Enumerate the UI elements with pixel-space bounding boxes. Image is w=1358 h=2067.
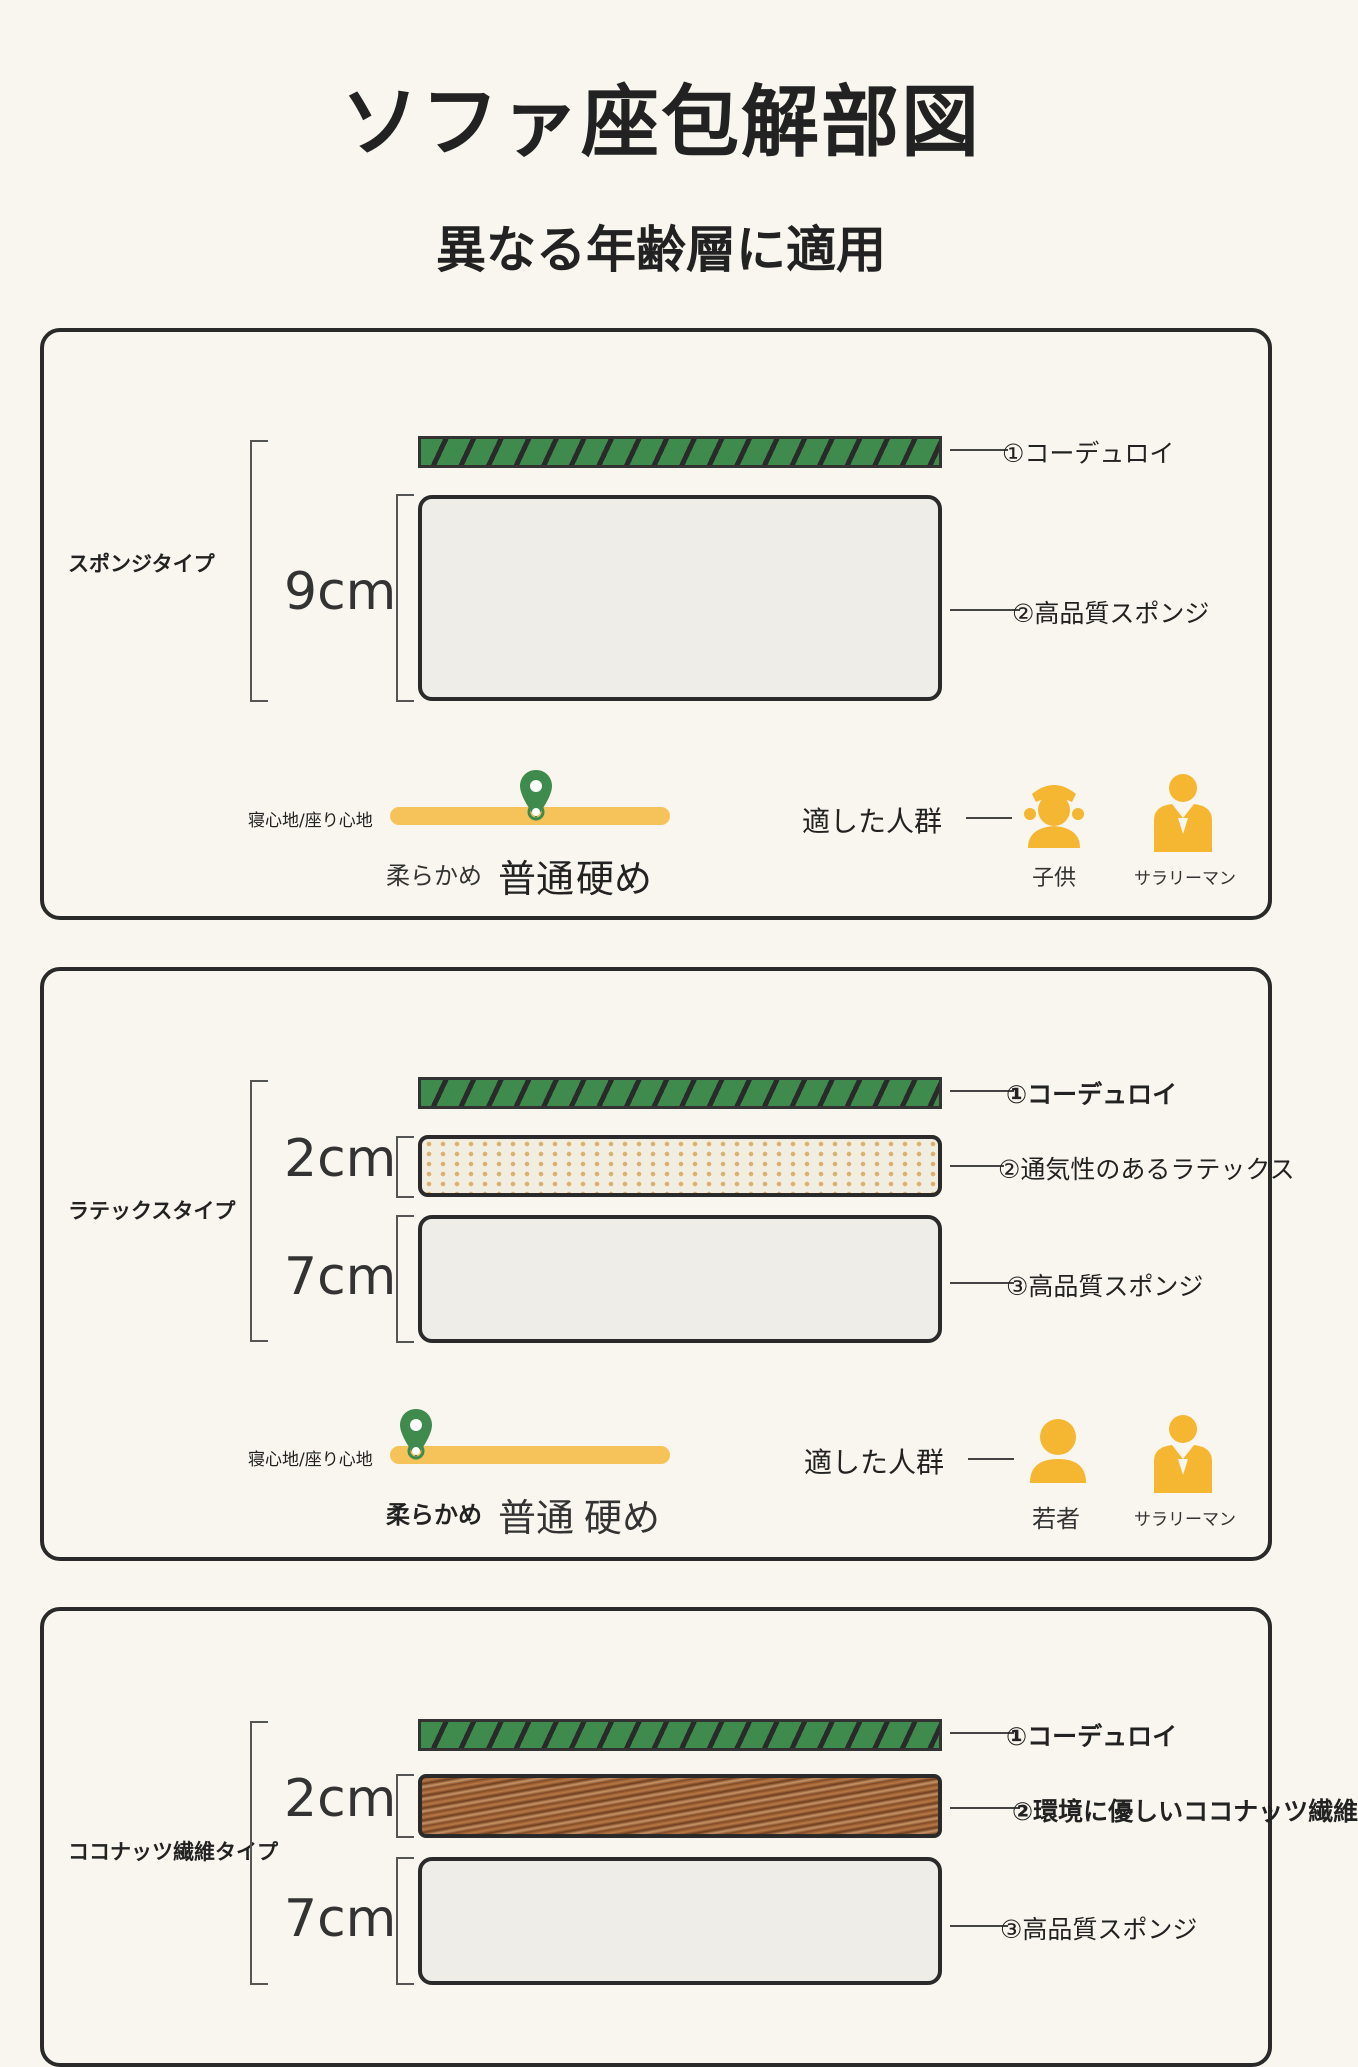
layer-label-coconut: ②環境に優しいココナッツ繊維 [1012,1797,1358,1826]
inner-bracket [396,1215,414,1343]
leader-line [950,449,1008,451]
layer-label-sponge: ②高品質スポンジ [1012,599,1210,628]
page-title: ソファ座包解部図 [340,78,981,168]
firmness-normal: 普通 [498,1496,575,1540]
type-name: スポンジタイプ [68,552,215,576]
comfort-label: 寝心地/座り心地 [248,1450,373,1470]
layer-label-corduroy: ①コーデュロイ [1002,439,1175,468]
sponge-layer [418,495,942,701]
dimension-label: 7cm [284,1247,397,1307]
sponge-layer [418,1215,942,1343]
comfort-label: 寝心地/座り心地 [248,811,373,831]
leader-line [950,1807,1020,1809]
inner-bracket [396,1857,414,1985]
layer-label-corduroy: ①コーデュロイ [1006,1722,1178,1751]
firmness-hard: 硬め [584,1496,661,1540]
latex-layer [418,1135,942,1197]
corduroy-layer [418,1077,942,1109]
child-icon [1022,776,1086,852]
suited-line [968,1458,1014,1460]
leader-line [950,1925,1008,1927]
firmness-soft: 柔らかめ [386,1501,482,1529]
dimension-label: 2cm [284,1129,397,1189]
panel-sponge-type: スポンジタイプ 9cm ①コーデュロイ ②高品質スポンジ 寝心地/座り心地 柔ら… [40,328,1272,920]
person-caption: サラリーマン [1134,869,1236,889]
type-name: ラテックスタイプ [68,1199,236,1223]
type-name: ココナッツ繊維タイプ [68,1840,278,1864]
outer-bracket [250,1721,268,1985]
firmness-hard: 硬め [576,857,653,901]
firmness-track [390,1446,670,1464]
firmness-soft: 柔らかめ [386,862,482,890]
young-person-icon [1026,1417,1090,1487]
outer-bracket [250,1080,268,1342]
inner-bracket [396,1136,414,1198]
firmness-normal: 普通 [498,857,575,901]
suited-line [966,817,1012,819]
leader-line [950,1732,1014,1734]
page-subtitle: 異なる年齢層に適用 [436,221,886,279]
leader-line [950,609,1020,611]
outer-bracket [250,440,268,702]
suited-label: 適した人群 [804,1446,945,1479]
layer-label-latex: ②通気性のあるラテックス [998,1155,1295,1184]
businessman-icon [1148,772,1218,856]
location-pin-icon [518,768,554,826]
layer-label-sponge: ③高品質スポンジ [1000,1915,1198,1944]
dimension-label: 2cm [284,1769,397,1829]
dimension-label: 9cm [284,562,397,622]
sponge-layer [418,1857,942,1985]
leader-line [950,1282,1014,1284]
panel-coconut-type: ココナッツ繊維タイプ 2cm 7cm ①コーデュロイ ②環境に優しいココナッツ繊… [40,1607,1358,2067]
corduroy-layer [418,436,942,468]
inner-bracket [396,1774,414,1838]
panel-latex-type: ラテックスタイプ 2cm 7cm ①コーデュロイ ②通気性のあるラテックス ③高… [40,967,1295,1561]
inner-bracket [396,494,414,702]
leader-line [950,1090,1014,1092]
layer-label-corduroy: ①コーデュロイ [1006,1080,1178,1109]
person-caption: サラリーマン [1134,1510,1236,1530]
suited-label: 適した人群 [802,805,943,838]
person-caption: 子供 [1031,866,1076,891]
corduroy-layer [418,1719,942,1751]
location-pin-icon [398,1407,434,1465]
layer-label-sponge: ③高品質スポンジ [1006,1272,1204,1301]
leader-line [950,1165,1004,1167]
dimension-label: 7cm [284,1889,397,1949]
coconut-fiber-layer [418,1774,942,1838]
person-caption: 若者 [1032,1505,1080,1533]
businessman-icon [1148,1413,1218,1497]
